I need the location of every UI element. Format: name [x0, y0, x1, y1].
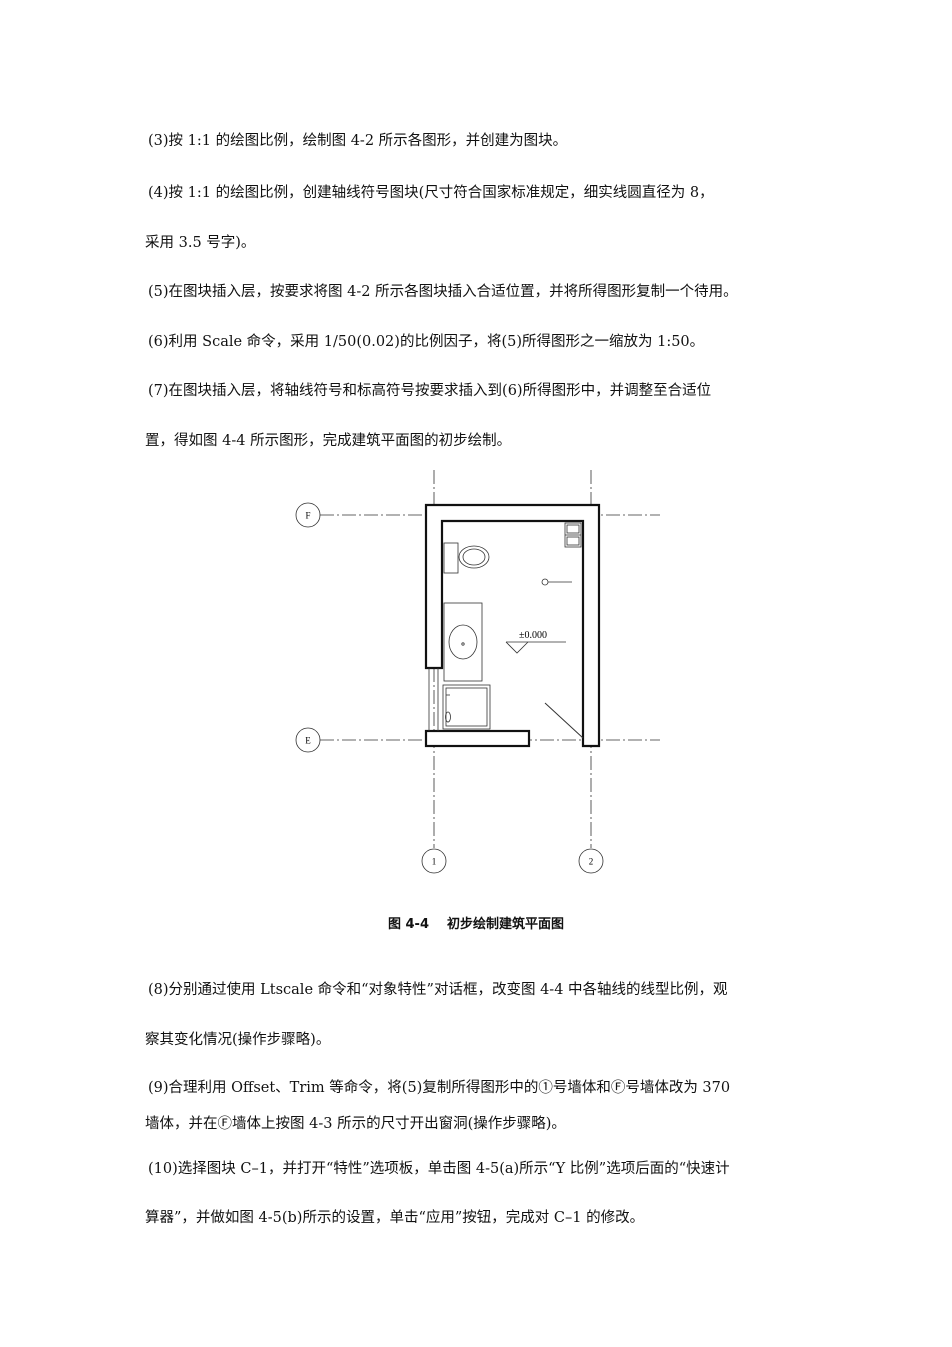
axis-label-2: 2 — [589, 857, 594, 867]
toilet-tank — [443, 542, 459, 574]
washbasin-counter — [443, 602, 483, 682]
toilet-bowl — [458, 545, 490, 569]
axis-label-e: E — [305, 736, 311, 746]
axis-label-f: F — [305, 511, 310, 521]
paragraph-6: (6)利用 Scale 命令，采用 1/50(0.02)的比例因子，将(5)所得… — [148, 334, 705, 350]
paragraph-9-line-1: (9)合理利用 Offset、Trim 等命令，将(5)复制所得图形中的①号墙体… — [148, 1080, 731, 1096]
fixtures — [428, 522, 584, 739]
floor-drain — [541, 578, 549, 586]
axis-bubble-1 — [421, 848, 447, 874]
caption-number: 图 4-4 — [387, 917, 429, 932]
axis-bubble-e — [295, 727, 321, 753]
paragraph-10-line-2: 算器”，并做如图 4-5(b)所示的设置，单击“应用”按钮，完成对 C–1 的修… — [145, 1210, 645, 1226]
elevation-triangle — [505, 641, 529, 654]
elevation-label: ±0.000 — [519, 630, 547, 641]
paragraph-9-line-2: 墙体，并在Ⓕ墙体上按图 4-3 所示的尺寸开出窗洞(操作步骤略)。 — [145, 1116, 566, 1132]
axis-label-1: 1 — [432, 857, 437, 867]
walls — [424, 503, 601, 748]
paragraph-10-line-1: (10)选择图块 C–1，并打开“特性”选项板，单击图 4-5(a)所示“Y 比… — [148, 1161, 730, 1177]
washbasin — [448, 624, 478, 660]
axis-bubble-f — [295, 502, 321, 528]
paragraph-5: (5)在图块插入层，按要求将图 4-2 所示各图块插入合适位置，并将所得图形复制… — [148, 284, 738, 300]
wall-south — [424, 729, 531, 748]
axis-bubble-2 — [578, 848, 604, 874]
paragraph-8-line-1: (8)分别通过使用 Ltscale 命令和“对象特性”对话框，改变图 4-4 中… — [148, 982, 728, 998]
paragraph-3: (3)按 1:1 的绘图比例，绘制图 4-2 所示各图形，并创建为图块。 — [148, 133, 568, 149]
wall-north-west-east — [424, 503, 601, 748]
paragraph-8-line-2: 察其变化情况(操作步骤略)。 — [145, 1032, 331, 1048]
shower-tray — [442, 684, 491, 730]
paragraph-4-line-2: 采用 3.5 号字)。 — [145, 235, 256, 251]
paragraph-7-line-2: 置，得如图 4-4 所示图形，完成建筑平面图的初步绘制。 — [145, 433, 512, 449]
caption-title: 初步绘制建筑平面图 — [447, 917, 565, 932]
door-leaf — [544, 702, 584, 739]
paragraph-4-line-1: (4)按 1:1 的绘图比例，创建轴线符号图块(尺寸符合国家标准规定，细实线圆直… — [148, 185, 714, 201]
figure-caption: 图 4-4 初步绘制建筑平面图 — [0, 913, 952, 932]
paragraph-7-line-1: (7)在图块插入层，将轴线符号和标高符号按要求插入到(6)所得图形中，并调整至合… — [148, 383, 712, 399]
